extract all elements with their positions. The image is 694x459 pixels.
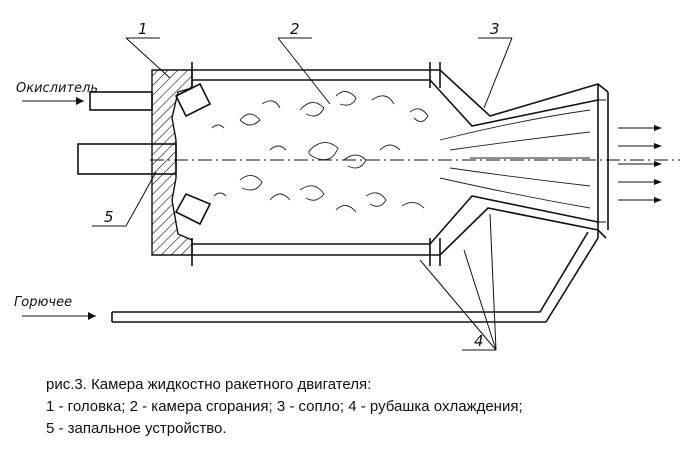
label-head-number: 1 — [138, 20, 148, 38]
label-fuel: Горючее — [14, 295, 72, 310]
caption-line-1: рис.3. Камера жидкостно ракетного двигат… — [46, 376, 372, 393]
fuel-line — [22, 231, 599, 323]
leader-lines — [92, 37, 513, 351]
rocket-engine-diagram: 1 2 3 5 4 Окислитель Горючее — [14, 20, 680, 351]
label-chamber-number: 2 — [290, 20, 300, 38]
igniter-pipe — [77, 143, 177, 175]
label-jacket-number: 4 — [474, 332, 484, 350]
figure-caption: рис.3. Камера жидкостно ракетного двигат… — [46, 374, 686, 440]
label-oxidizer: Окислитель — [16, 81, 98, 96]
chamber-walls — [191, 62, 609, 266]
label-igniter-number: 5 — [104, 208, 114, 226]
label-nozzle-number: 3 — [490, 20, 500, 38]
injector-head — [151, 69, 212, 256]
combustion-swirls — [211, 91, 591, 213]
exhaust-arrows — [618, 125, 662, 203]
caption-line-3: 5 - запальное устройство. — [46, 420, 227, 437]
caption-line-2: 1 - головка; 2 - камера сгорания; 3 - со… — [46, 398, 523, 415]
oxidizer-pipe — [22, 91, 153, 111]
